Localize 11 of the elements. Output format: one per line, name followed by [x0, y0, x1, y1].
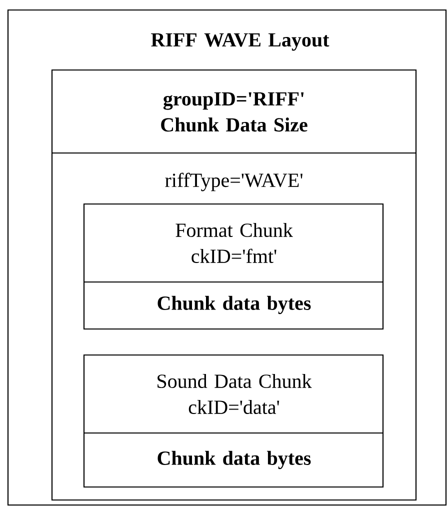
riff-chunk-box	[51, 69, 417, 501]
layout-frame	[7, 9, 447, 506]
heading-text: groupID='RIFF' Chunk Data Size	[161, 92, 308, 132]
label-text: Sound Data Chunk ckID='data'	[158, 374, 312, 414]
label-text: Format Chunk ckID='fmt'	[176, 222, 293, 264]
heading-text: Chunk data bytes	[158, 450, 311, 470]
chunk-box	[83, 203, 384, 330]
heading-text: Chunk data bytes	[158, 296, 311, 314]
chunk-box	[83, 354, 384, 488]
title-text: RIFF WAVE Layout	[151, 33, 330, 51]
label-text: riffType='WAVE'	[165, 172, 302, 192]
